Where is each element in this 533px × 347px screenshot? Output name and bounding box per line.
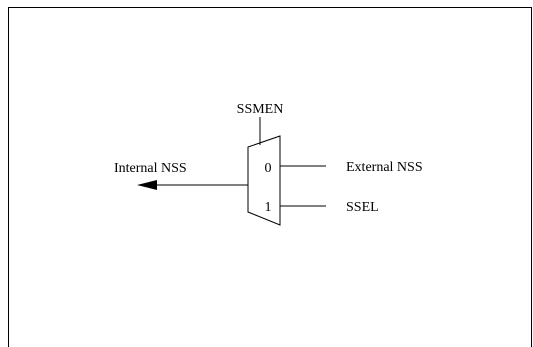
external-nss-label: External NSS <box>346 160 423 175</box>
multiplexer-body <box>247 135 281 226</box>
mux-input0-label: 0 <box>265 161 272 176</box>
ssmen-label: SSMEN <box>237 102 284 117</box>
internal-nss-label: Internal NSS <box>114 161 187 176</box>
diagram-frame <box>8 7 532 347</box>
output-arrowhead <box>137 180 157 190</box>
ssel-label: SSEL <box>346 200 379 215</box>
mux-input1-label: 1 <box>265 200 272 215</box>
